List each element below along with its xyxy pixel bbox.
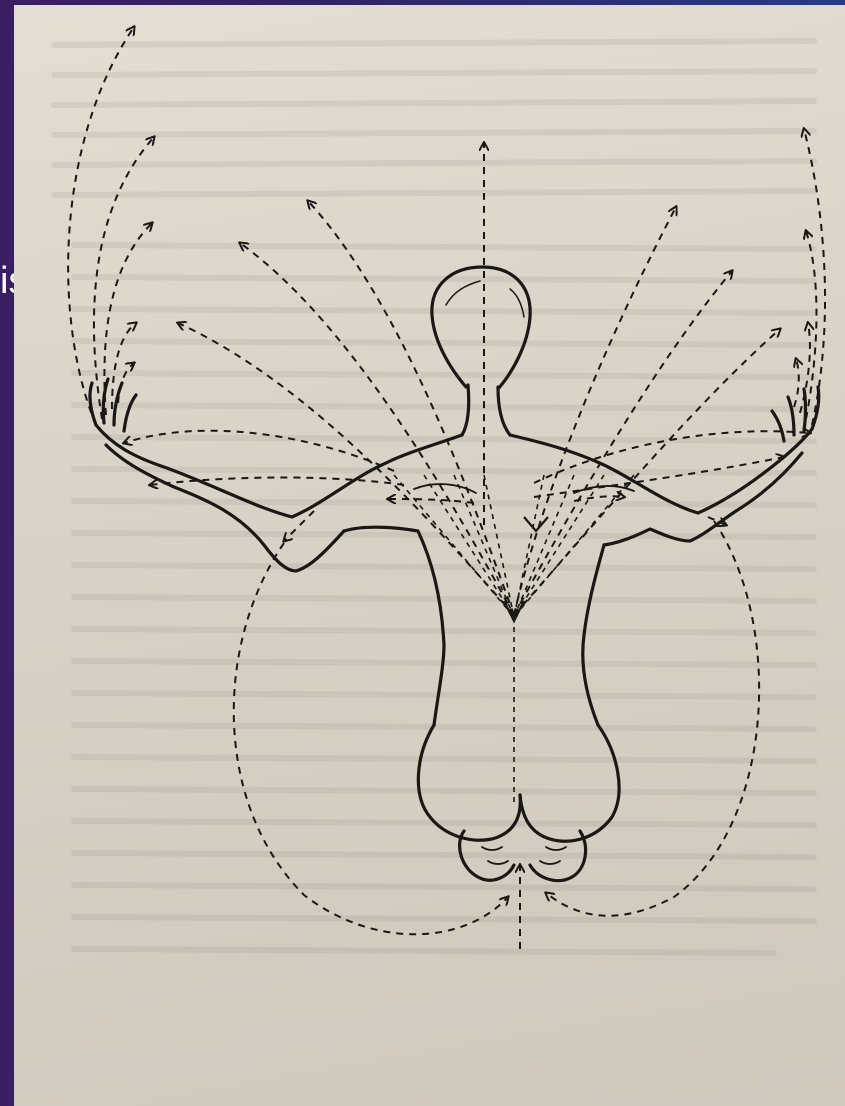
book-page-photo [14,5,845,1106]
figure-illustration [14,5,845,1106]
movement-arrows [68,27,825,949]
human-figure [90,267,819,881]
spine-convergence [394,475,634,805]
neck-v-arrow [524,517,548,531]
